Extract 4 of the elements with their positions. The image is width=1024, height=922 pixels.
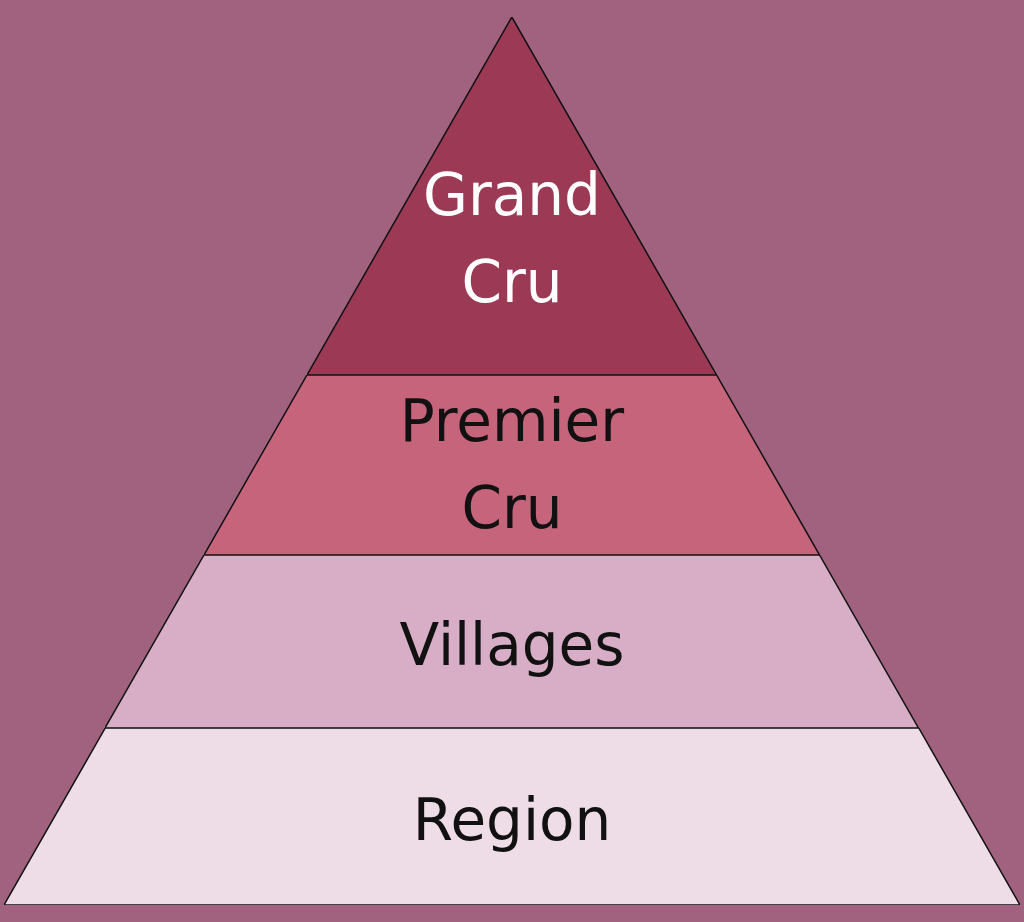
tier-label: Grand Cru (422, 159, 602, 318)
tier-label: Region (412, 784, 612, 856)
tier-label: Villages (399, 609, 625, 681)
tier-label: Premier Cru (398, 386, 626, 544)
